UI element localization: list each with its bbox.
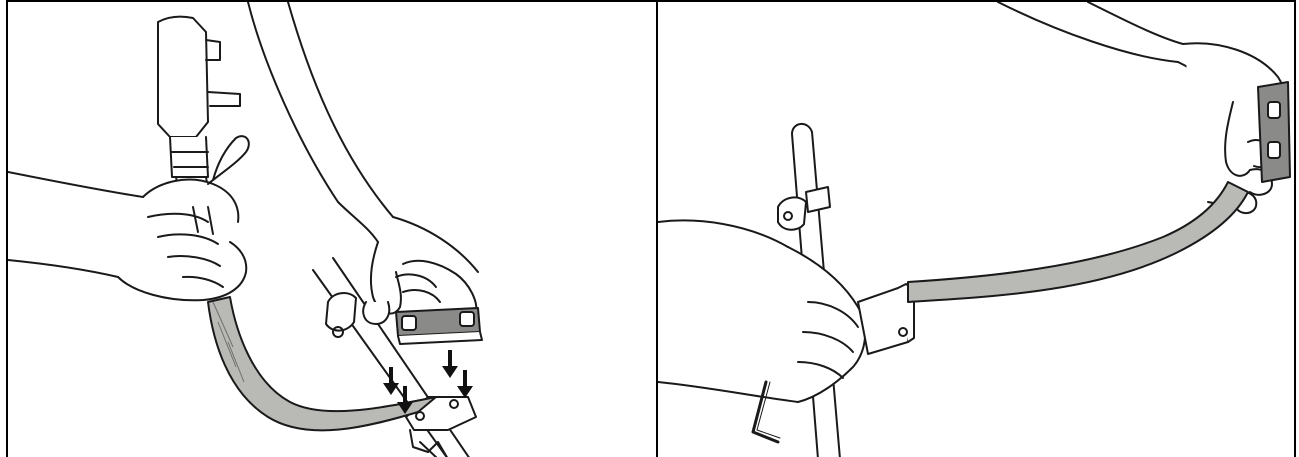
panel-step-2 bbox=[656, 0, 1296, 457]
panel-step-1 bbox=[6, 0, 658, 457]
hand-attaching-handle-clamp-to-shaft-icon bbox=[8, 2, 656, 457]
hands-holding-handle-and-tightening-clamp-icon bbox=[658, 2, 1294, 457]
